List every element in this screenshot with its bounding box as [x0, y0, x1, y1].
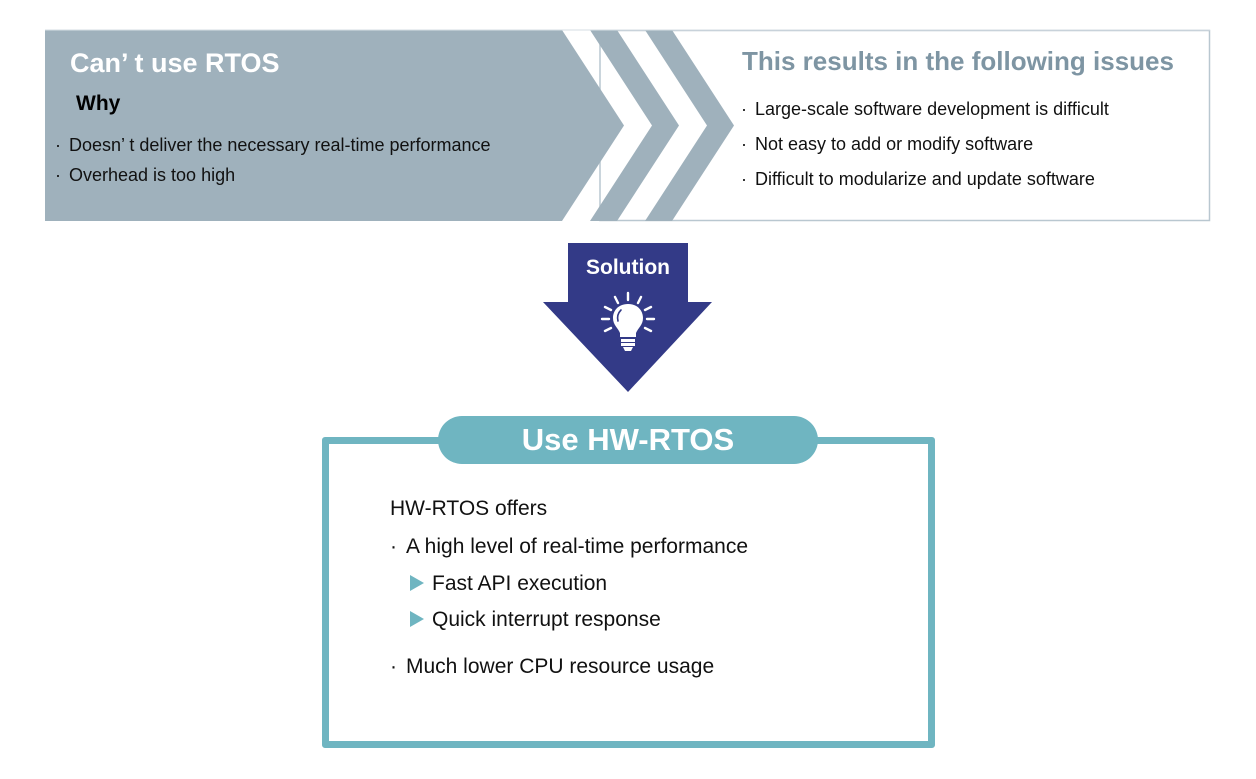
reasons-list: ·Doesn’ t deliver the necessary real-tim… — [55, 130, 491, 190]
issue-item: ·Not easy to add or modify software — [741, 127, 1109, 162]
hw-rtos-content: HW-RTOS offers ·A high level of real-tim… — [390, 492, 748, 686]
bullet-dot-icon: · — [741, 134, 747, 154]
solution-label: Solution — [586, 256, 670, 279]
triangle-bullet-icon — [410, 575, 424, 591]
benefit-sub-item: Fast API execution — [390, 566, 748, 602]
problem-subtitle: Why — [76, 92, 121, 115]
triangle-bullet-icon — [410, 611, 424, 627]
benefit-item: ·Much lower CPU resource usage — [390, 648, 748, 686]
problem-banner — [45, 30, 624, 221]
bullet-dot-icon: · — [390, 535, 397, 558]
problem-panel: Can’ t use RTOS Why ·Doesn’ t deliver th… — [45, 30, 605, 221]
hw-rtos-intro: HW-RTOS offers — [390, 497, 548, 520]
bullet-dot-icon: · — [741, 99, 747, 119]
bullet-dot-icon: · — [741, 169, 747, 189]
issue-item: ·Difficult to modularize and update soft… — [741, 162, 1109, 197]
chevron-arrow-icon — [590, 30, 679, 221]
hw-rtos-box — [322, 437, 935, 748]
issues-list: ·Large-scale software development is dif… — [741, 92, 1109, 197]
lightbulb-icon — [600, 291, 656, 351]
reason-item: ·Overhead is too high — [55, 160, 491, 190]
hw-rtos-title: Use HW-RTOS — [521, 422, 735, 457]
bullet-dot-icon: · — [55, 165, 61, 185]
problem-title: Can’ t use RTOS — [70, 48, 280, 78]
issues-panel: This results in the following issues ·La… — [735, 30, 1210, 221]
bullet-dot-icon: · — [390, 655, 397, 678]
bullet-dot-icon: · — [55, 135, 61, 155]
issue-item: ·Large-scale software development is dif… — [741, 92, 1109, 127]
issues-box-border — [599, 29, 1211, 222]
benefit-sub-item: Quick interrupt response — [390, 602, 748, 638]
issues-title: This results in the following issues — [742, 46, 1174, 76]
hw-rtos-title-pill: Use HW-RTOS — [438, 416, 818, 464]
reason-item: ·Doesn’ t deliver the necessary real-tim… — [55, 130, 491, 160]
benefit-item: ·A high level of real-time performance — [390, 528, 748, 566]
chevron-arrow-icon — [645, 30, 734, 221]
